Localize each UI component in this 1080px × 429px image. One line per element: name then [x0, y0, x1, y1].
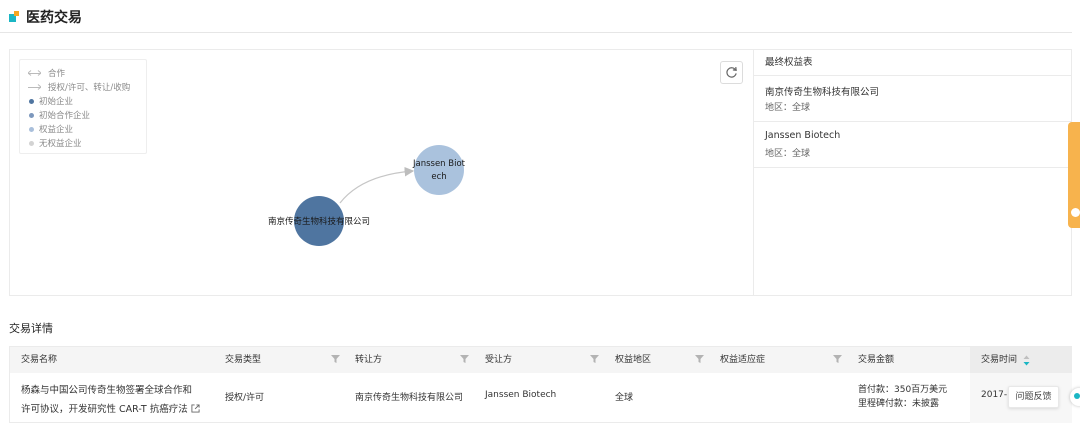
final-rights-table: 最终权益表 南京传奇生物科技有限公司 地区：全球 Janssen Biotech…	[753, 50, 1072, 295]
chat-float-icon[interactable]	[1070, 388, 1080, 406]
filter-icon[interactable]	[695, 355, 704, 363]
filter-icon[interactable]	[590, 355, 599, 363]
module-logo-icon	[9, 11, 19, 22]
graph-node-label: 南京传奇生物科技有限公司	[268, 216, 370, 227]
dot-icon	[29, 140, 34, 146]
deal-type-cell: 授权/许可	[225, 393, 265, 403]
legend-item-initial-partner: 初始合作企业	[28, 108, 146, 122]
filter-icon[interactable]	[331, 355, 340, 363]
table-header: 交易名称 交易类型 转让方 受让方 权益地区 权益适应症 交易金额 交易时间	[10, 347, 1072, 373]
graph-node-label: Janssen Biot	[412, 159, 466, 169]
deal-name-line-2: 许可协议，开发研究性 CAR-T 抗癌疗法	[21, 400, 211, 419]
legend-item-no-rights-company: 无权益企业	[28, 136, 146, 150]
sorted-column-highlight	[970, 347, 1072, 373]
sort-icon[interactable]	[1023, 355, 1030, 366]
refresh-icon	[726, 67, 737, 78]
graph-node-label: ech	[431, 172, 446, 182]
transferor-cell: 南京传奇生物科技有限公司	[355, 393, 464, 403]
side-tab-icon	[1071, 208, 1080, 217]
filter-icon[interactable]	[460, 355, 469, 363]
column-header-deal-type: 交易类型	[225, 355, 262, 365]
arrow-right-icon	[28, 84, 41, 90]
graph-legend: 合作 授权/许可、转让/收购 初始企业 初始合作企业 权益企业 无权益企业	[19, 59, 147, 154]
graph-edge	[339, 166, 415, 204]
milestone-payment: 里程碑付款：未披露	[858, 399, 940, 409]
side-floating-tab[interactable]	[1068, 122, 1080, 228]
upfront-payment: 首付款：350百万美元	[858, 385, 948, 395]
graph-node-janssen[interactable]	[414, 145, 464, 195]
deal-name-cell[interactable]: 杨森与中国公司传奇生物签署全球合作和 许可协议，开发研究性 CAR-T 抗癌疗法	[21, 381, 211, 419]
deal-amount-cell: 首付款：350百万美元 里程碑付款：未披露	[858, 383, 947, 411]
transferee-cell: Janssen Biotech	[485, 390, 557, 400]
rights-region: 地区：全球	[765, 149, 811, 159]
dot-icon	[29, 126, 34, 132]
relationship-graph[interactable]: 南京传奇生物科技有限公司 Janssen Biot ech	[10, 50, 752, 295]
column-header-transferee: 受让方	[485, 355, 513, 365]
external-link-icon[interactable]	[191, 404, 200, 413]
graph-node-nanjing-legend[interactable]	[294, 196, 344, 246]
dot-icon	[29, 98, 34, 104]
rights-item: Janssen Biotech 地区：全球	[754, 122, 1072, 168]
refresh-button[interactable]	[720, 61, 743, 84]
column-header-indication: 权益适应症	[720, 355, 766, 365]
legend-item-cooperation: 合作	[28, 66, 146, 80]
filter-icon[interactable]	[833, 355, 842, 363]
rights-region-cell: 全球	[615, 393, 634, 403]
rights-company-name: Janssen Biotech	[765, 130, 841, 141]
rights-company-name: 南京传奇生物科技有限公司	[765, 87, 880, 98]
table-row[interactable]: 杨森与中国公司传奇生物签署全球合作和 许可协议，开发研究性 CAR-T 抗癌疗法…	[10, 373, 1072, 423]
column-header-deal-amount: 交易金额	[858, 355, 895, 365]
bidirectional-arrow-icon	[28, 70, 41, 76]
rights-item: 南京传奇生物科技有限公司 地区：全球	[754, 76, 1072, 122]
deal-name-line: 杨森与中国公司传奇生物签署全球合作和	[21, 385, 193, 396]
page-title: 医药交易	[26, 10, 82, 26]
rights-region: 地区：全球	[765, 103, 811, 113]
dot-icon	[29, 112, 34, 118]
page-header: 医药交易	[0, 0, 1072, 33]
column-header-transferor: 转让方	[355, 355, 383, 365]
legend-item-license: 授权/许可、转让/收购	[28, 80, 146, 94]
rights-table-title: 最终权益表	[754, 50, 1072, 76]
column-header-rights-region: 权益地区	[615, 355, 652, 365]
column-header-deal-name: 交易名称	[21, 355, 58, 365]
legend-item-initial-company: 初始企业	[28, 94, 146, 108]
column-header-deal-time[interactable]: 交易时间	[981, 355, 1018, 365]
section-title-deal-details: 交易详情	[9, 322, 53, 335]
deal-details-table: 交易名称 交易类型 转让方 受让方 权益地区 权益适应症 交易金额 交易时间 杨…	[9, 346, 1072, 423]
legend-item-rights-company: 权益企业	[28, 122, 146, 136]
deal-time-cell: 2017-1	[981, 390, 1013, 400]
feedback-button[interactable]: 问题反馈	[1008, 386, 1059, 408]
relationship-graph-panel: 南京传奇生物科技有限公司 Janssen Biot ech 合作 授权/许可、转…	[9, 49, 1072, 296]
